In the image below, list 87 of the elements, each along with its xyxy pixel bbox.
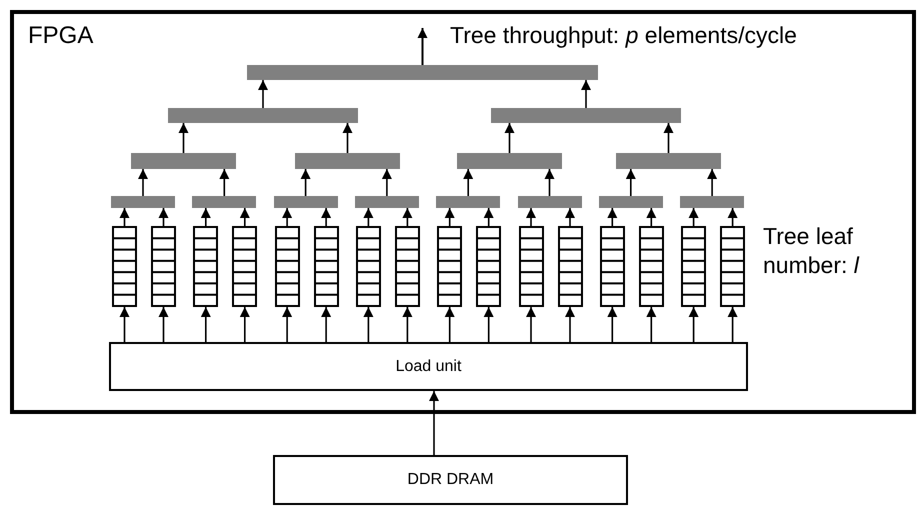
arrow: [526, 307, 536, 342]
annotation-text: Tree throughput: p elements/cycle: [450, 21, 797, 50]
merge-bar: [354, 196, 419, 208]
fifo-queue: [600, 226, 625, 307]
arrow: [282, 208, 292, 226]
arrow: [240, 208, 250, 226]
arrow: [664, 123, 674, 153]
annotation-text: Tree leaf number: l: [763, 222, 860, 280]
fifo-queue: [476, 226, 502, 307]
arrow: [688, 307, 699, 342]
block-label: DDR DRAM: [407, 471, 494, 489]
arrow: [444, 208, 455, 226]
arrow: [382, 169, 392, 196]
arrow: [120, 208, 130, 226]
arrow: [120, 307, 130, 342]
merge-bar: [491, 108, 681, 123]
fifo-queue: [151, 226, 176, 307]
merge-bar: [295, 153, 400, 169]
arrow: [565, 307, 575, 342]
arrow: [626, 169, 636, 196]
arrow: [240, 307, 250, 342]
merge-bar: [131, 153, 236, 169]
arrow: [526, 208, 536, 226]
merge-bar: [274, 196, 338, 208]
fifo-queue: [638, 226, 664, 307]
block-box: [109, 342, 748, 391]
arrow: [200, 208, 211, 226]
merge-bar: [518, 196, 582, 208]
arrow: [363, 307, 374, 342]
arrow: [200, 307, 211, 342]
arrow: [321, 208, 332, 226]
arrow: [158, 307, 168, 342]
arrow: [282, 307, 292, 342]
arrow: [484, 307, 494, 342]
arrow: [728, 307, 738, 342]
arrow: [258, 80, 268, 108]
arrow: [418, 28, 428, 65]
merge-bar: [111, 196, 175, 208]
arrow: [158, 208, 168, 226]
arrow: [565, 208, 575, 226]
fifo-queue: [274, 226, 300, 307]
fifo-queue: [681, 226, 706, 307]
merge-bar: [457, 153, 562, 169]
arrow: [607, 208, 618, 226]
arrow: [363, 208, 374, 226]
arrow: [544, 169, 554, 196]
arrow: [463, 169, 474, 196]
merge-bar: [247, 65, 598, 80]
arrow: [178, 123, 188, 153]
arrow: [504, 123, 514, 153]
fifo-queue: [437, 226, 462, 307]
arrow: [342, 123, 352, 153]
fifo-queue: [518, 226, 544, 307]
fifo-queue: [112, 226, 137, 307]
merge-bar: [616, 153, 721, 169]
fifo-queue: [193, 226, 218, 307]
arrow: [728, 208, 738, 226]
merge-bar: [598, 196, 663, 208]
arrow: [688, 208, 699, 226]
arrow: [484, 208, 494, 226]
fpga-label: FPGA: [28, 22, 94, 50]
fifo-queue: [720, 226, 746, 307]
merge-bar: [168, 108, 358, 123]
arrow: [138, 169, 148, 196]
block-box: [273, 455, 628, 505]
arrow: [646, 307, 656, 342]
fifo-queue: [394, 226, 420, 307]
merge-bar: [436, 196, 500, 208]
merge-bar: [192, 196, 256, 208]
arrow: [402, 208, 412, 226]
arrow: [402, 307, 412, 342]
arrow: [581, 80, 591, 108]
fifo-queue: [558, 226, 582, 307]
arrow: [429, 391, 439, 455]
fifo-queue: [356, 226, 381, 307]
block-label: Load unit: [396, 358, 462, 376]
merge-bar: [680, 196, 744, 208]
arrow: [607, 307, 618, 342]
fifo-queue: [232, 226, 258, 307]
arrow: [646, 208, 656, 226]
fifo-queue: [314, 226, 339, 307]
arrow: [300, 169, 311, 196]
arrow: [444, 307, 455, 342]
arrow: [707, 169, 718, 196]
arrow: [321, 307, 332, 342]
arrow: [219, 169, 230, 196]
fpga-boundary: [10, 10, 916, 414]
